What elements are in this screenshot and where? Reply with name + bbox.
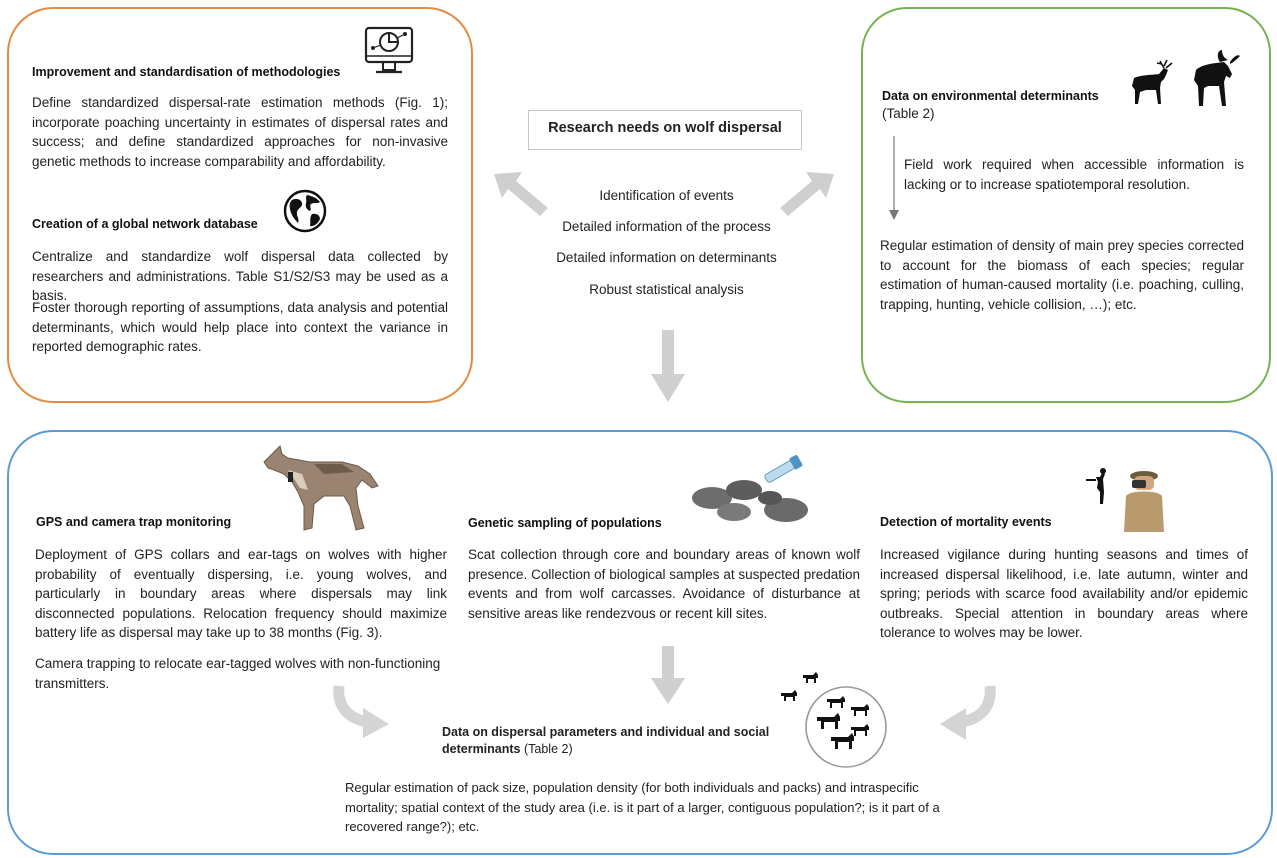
genetic-text: Scat collection through core and boundar…	[468, 547, 860, 621]
dispersal-ref: (Table 2)	[523, 742, 573, 756]
arrow-down-genetic-icon	[651, 646, 685, 704]
environment-box	[861, 7, 1271, 403]
arrow-down-icon	[651, 330, 685, 402]
database-text: Centralize and standardize wolf dispersa…	[32, 249, 448, 303]
mortality-heading: Detection of mortality events	[880, 515, 1052, 529]
center-title: Research needs on wolf dispersal	[548, 120, 782, 136]
field-methods-box	[7, 430, 1273, 855]
dispersal-heading: Data on dispersal parameters and individ…	[442, 725, 770, 756]
dispersal-heading-block: Data on dispersal parameters and individ…	[442, 724, 782, 758]
gps-text: Deployment of GPS collars and ear-tags o…	[35, 547, 447, 640]
center-item-2: Detailed information of the process	[562, 219, 771, 234]
hunter-icon	[1086, 468, 1164, 532]
globe-icon	[283, 189, 327, 233]
reporting-text: Foster thorough reporting of assumptions…	[32, 300, 448, 354]
curved-arrow-left-icon	[333, 685, 389, 738]
gps-heading: GPS and camera trap monitoring	[36, 515, 232, 529]
moose-icon	[1194, 50, 1240, 106]
environment-heading: Data on environmental determinants	[882, 89, 1099, 103]
arrow-up-right-icon	[780, 172, 834, 216]
methods-box	[7, 7, 473, 403]
data-analysis-monitor-icon	[364, 26, 414, 74]
wolf-photo-icon	[263, 445, 379, 531]
scat-samples-icon	[692, 455, 808, 522]
environment-ref: (Table 2)	[882, 106, 935, 121]
arrow-up-left-icon	[494, 172, 548, 216]
wolf-pack-icon	[781, 672, 887, 768]
genetic-heading: Genetic sampling of populations	[468, 516, 662, 530]
deer-icon	[1132, 59, 1173, 104]
camera-trap-text: Camera trapping to relocate ear-tagged w…	[35, 656, 441, 691]
center-item-1: Identification of events	[599, 188, 734, 203]
mortality-text: Increased vigilance during hunting seaso…	[880, 547, 1248, 640]
field-work-note: Field work required when accessible info…	[904, 157, 1244, 192]
curved-arrow-right-icon	[940, 685, 996, 740]
dispersal-text: Regular estimation of pack size, populat…	[345, 780, 940, 834]
database-heading: Creation of a global network database	[32, 217, 258, 231]
field-work-arrow-icon	[889, 136, 899, 220]
center-item-3: Detailed information on determinants	[556, 250, 777, 265]
environment-text: Regular estimation of density of main pr…	[880, 238, 1244, 312]
center-item-4: Robust statistical analysis	[589, 282, 744, 297]
methods-heading: Improvement and standardisation of metho…	[32, 65, 341, 79]
methods-text: Define standardized dispersal-rate estim…	[32, 95, 448, 169]
center-title-box	[528, 110, 802, 150]
